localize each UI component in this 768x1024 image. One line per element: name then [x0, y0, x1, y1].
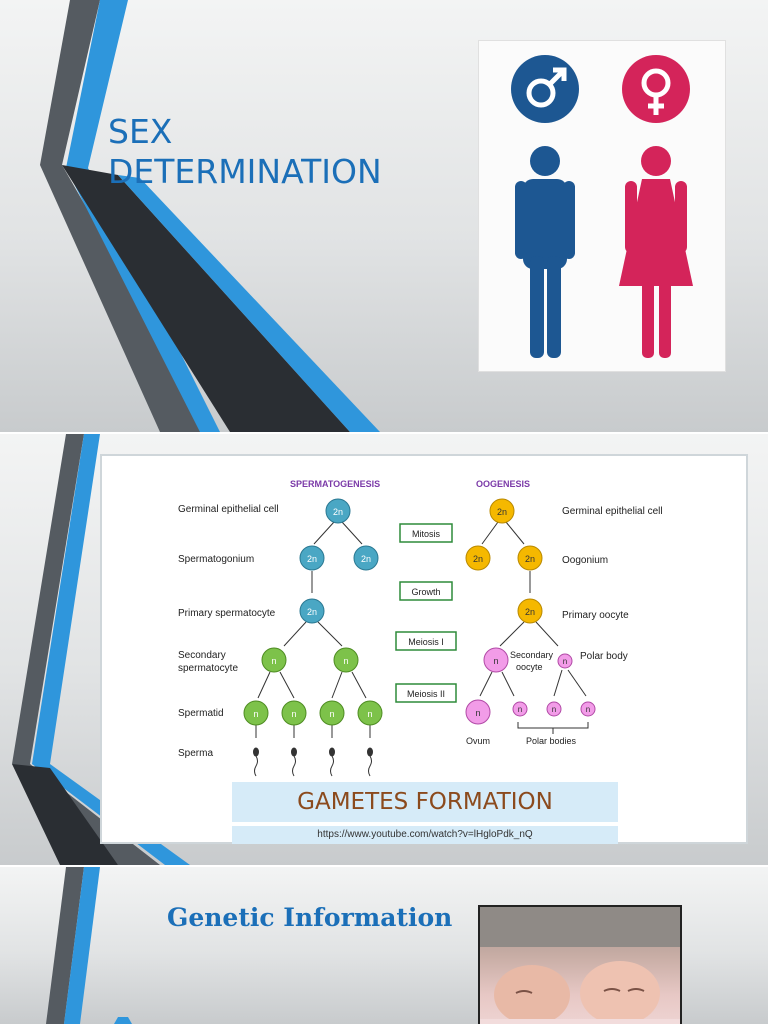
label-germinal-right: Germinal epithelial cell: [562, 506, 663, 517]
cell-polar-body: n: [557, 653, 573, 669]
svg-text:n: n: [518, 705, 522, 714]
title-line-2: DETERMINATION: [108, 152, 382, 191]
cell-spermatogonium-1: 2n: [299, 545, 325, 571]
cell-primary-oocyte: 2n: [517, 598, 543, 624]
stage-box-mitosis: Mitosis: [399, 523, 453, 543]
cell-secondary-oocyte: n: [483, 647, 509, 673]
woman-figure-icon: [619, 146, 693, 358]
svg-text:n: n: [493, 656, 498, 666]
stage-box-meiosis-2: Meiosis II: [395, 683, 457, 703]
label-ovum: Ovum: [466, 736, 490, 746]
svg-text:n: n: [343, 656, 348, 666]
svg-text:n: n: [271, 656, 276, 666]
svg-text:2n: 2n: [525, 607, 535, 617]
cell-polar-body-1: n: [512, 701, 528, 717]
title-line-1: SEX: [108, 112, 173, 151]
svg-text:n: n: [586, 705, 590, 714]
label-spermatogonium: Spermatogonium: [178, 554, 254, 565]
svg-text:2n: 2n: [333, 507, 343, 517]
gender-icons-image: [478, 40, 726, 372]
cell-spermatid-4: n: [357, 700, 383, 726]
cell-oogonium-2: 2n: [517, 545, 543, 571]
cell-spermatid-2: n: [281, 700, 307, 726]
cell-secondary-spermatocyte-2: n: [333, 647, 359, 673]
svg-text:n: n: [253, 709, 258, 719]
cell-primary-spermatocyte: 2n: [299, 598, 325, 624]
oogenesis-heading: OOGENESIS: [476, 479, 530, 489]
cell-polar-body-3: n: [580, 701, 596, 717]
label-secondary-oocyte-2: oocyte: [516, 662, 543, 672]
svg-text:2n: 2n: [473, 554, 483, 564]
slide-genetic-information: Genetic Information: [0, 867, 768, 1024]
cell-spermatogonium-2: 2n: [353, 545, 379, 571]
label-spermatid: Spermatid: [178, 708, 224, 719]
svg-text:n: n: [552, 705, 556, 714]
sperm-icon: [253, 747, 373, 777]
cell-spermatid-3: n: [319, 700, 345, 726]
svg-text:2n: 2n: [361, 554, 371, 564]
cell-germinal-sperm: 2n: [325, 498, 351, 524]
svg-text:Meiosis II: Meiosis II: [407, 689, 445, 699]
cell-spermatid-1: n: [243, 700, 269, 726]
svg-text:2n: 2n: [497, 507, 507, 517]
label-sperma: Sperma: [178, 748, 213, 759]
label-primary-spermatocyte: Primary spermatocyte: [178, 608, 276, 619]
spermatogenesis-heading: SPERMATOGENESIS: [290, 479, 380, 489]
banner-title: GAMETES FORMATION: [232, 782, 618, 822]
cell-ovum: n: [465, 699, 491, 725]
svg-text:2n: 2n: [525, 554, 535, 564]
stage-box-meiosis-1: Meiosis I: [395, 631, 457, 651]
slide-title: Genetic Information: [167, 903, 453, 932]
svg-text:2n: 2n: [307, 607, 317, 617]
svg-text:Meiosis I: Meiosis I: [408, 637, 444, 647]
lineage-connectors: [255, 521, 589, 738]
label-polar-body: Polar body: [580, 651, 628, 662]
cell-polar-body-2: n: [546, 701, 562, 717]
cell-secondary-spermatocyte-1: n: [261, 647, 287, 673]
male-symbol-icon: [511, 55, 579, 123]
man-figure-icon: [515, 146, 575, 358]
label-secondary: Secondary: [178, 650, 226, 661]
label-polar-bodies: Polar bodies: [526, 736, 577, 746]
svg-text:n: n: [563, 657, 567, 666]
svg-text:n: n: [291, 709, 296, 719]
gametogenesis-diagram: SPERMATOGENESIS OOGENESIS Germinal epith…: [100, 454, 748, 844]
slide-sex-determination: SEX DETERMINATION: [0, 0, 768, 432]
svg-text:n: n: [475, 708, 480, 718]
stage-box-growth: Growth: [399, 581, 453, 601]
label-spermatocyte: spermatocyte: [178, 663, 238, 674]
svg-text:n: n: [367, 709, 372, 719]
slide-gametes-formation: SPERMATOGENESIS OOGENESIS Germinal epith…: [0, 434, 768, 865]
cell-germinal-oocyte: 2n: [489, 498, 515, 524]
female-symbol-icon: [622, 55, 690, 123]
svg-text:Growth: Growth: [411, 587, 440, 597]
svg-text:Mitosis: Mitosis: [412, 529, 441, 539]
slide-title: SEX DETERMINATION: [108, 112, 382, 192]
label-oogonium: Oogonium: [562, 555, 608, 566]
svg-text:2n: 2n: [307, 554, 317, 564]
sleeping-babies-photo: [478, 905, 682, 1024]
svg-text:n: n: [329, 709, 334, 719]
label-secondary-oocyte-1: Secondary: [510, 650, 554, 660]
cell-oogonium-1: 2n: [465, 545, 491, 571]
label-germinal-left: Germinal epithelial cell: [178, 504, 279, 515]
banner-url-link[interactable]: https://www.youtube.com/watch?v=lHgloPdk…: [232, 826, 618, 844]
label-primary-oocyte: Primary oocyte: [562, 610, 629, 621]
